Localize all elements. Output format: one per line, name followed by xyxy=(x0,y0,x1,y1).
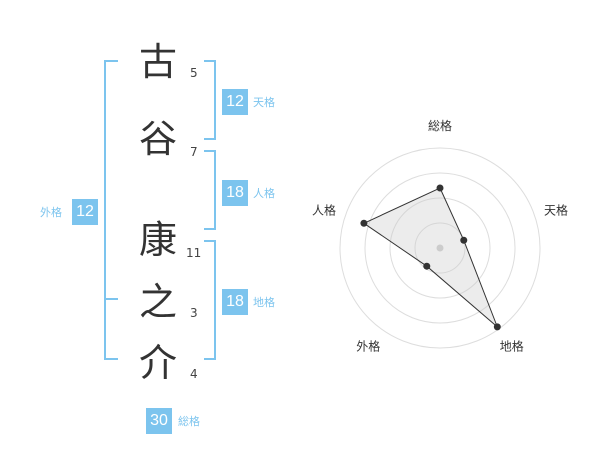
radar-ring-1 xyxy=(414,222,466,274)
radar-ring-4 xyxy=(339,147,541,349)
radar-axis-label-2: 天格 xyxy=(544,202,568,217)
gaikaku-badge: 12 xyxy=(72,199,98,225)
radar-data-polygon xyxy=(362,187,498,328)
radar-grid xyxy=(339,147,541,349)
gaikaku-label: 外格 xyxy=(40,206,62,219)
chikaku-badge: 18 xyxy=(222,289,248,315)
name-char-3: 康 xyxy=(138,218,177,262)
stroke-count-1: 5 xyxy=(190,66,198,80)
radar-axis-label-1: 総格 xyxy=(428,118,452,133)
radar-point-1 xyxy=(436,184,444,192)
radar-point-4 xyxy=(423,262,431,270)
radar-point-2 xyxy=(460,236,468,244)
jinkaku-label: 人格 xyxy=(253,187,275,200)
name-char-1: 古 xyxy=(138,40,177,84)
soukaku-label: 総格 xyxy=(178,415,200,428)
stroke-count-5: 4 xyxy=(190,367,198,381)
radar-ring-2 xyxy=(389,197,491,299)
soukaku-badge: 30 xyxy=(146,408,172,434)
radar-axis-label-5: 人格 xyxy=(312,202,336,217)
chikaku-label: 地格 xyxy=(253,296,275,309)
name-char-2: 谷 xyxy=(138,117,177,161)
tenkaku-badge: 12 xyxy=(222,89,248,115)
jinkaku-badge: 18 xyxy=(222,180,248,206)
radar-point-3 xyxy=(493,323,501,331)
name-char-5: 介 xyxy=(138,341,177,385)
stroke-count-4: 3 xyxy=(190,306,198,320)
radar-point-5 xyxy=(360,219,368,227)
radar-ring-3 xyxy=(364,172,516,324)
name-char-4: 之 xyxy=(138,280,177,324)
radar-points xyxy=(360,184,501,331)
stroke-count-3: 11 xyxy=(186,246,202,260)
tenkaku-label: 天格 xyxy=(253,96,275,109)
stroke-count-2: 7 xyxy=(190,145,198,159)
radar-axis-label-3: 地格 xyxy=(500,339,524,354)
radar-axis-label-4: 外格 xyxy=(356,339,380,354)
radar-center-dot xyxy=(436,244,444,252)
